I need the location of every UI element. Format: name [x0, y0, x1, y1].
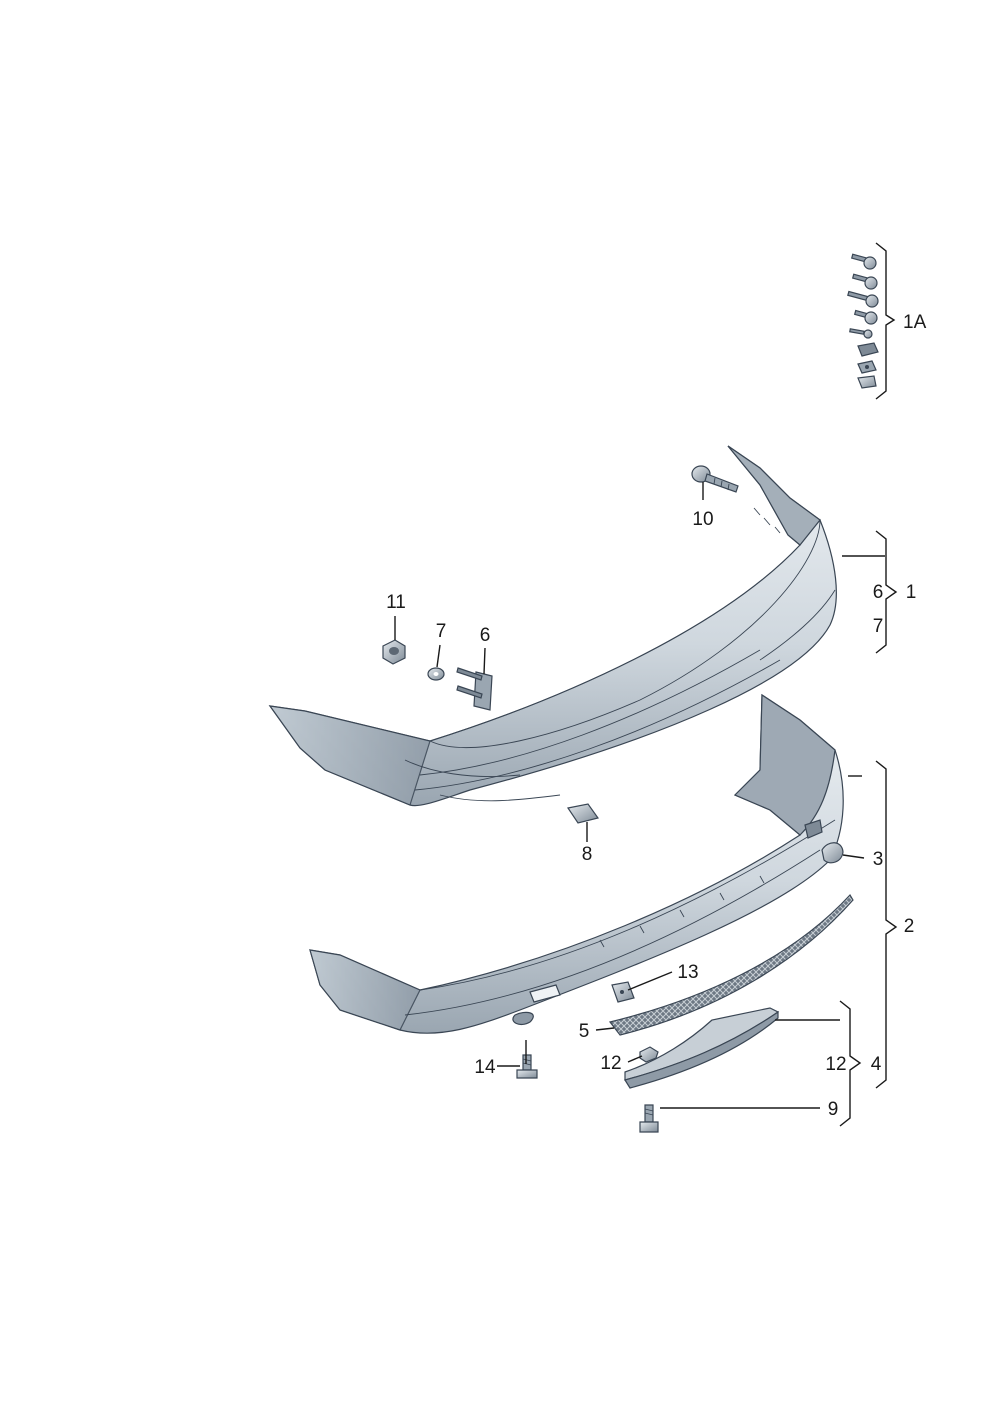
lower-bumper-diffuser	[309, 693, 844, 1034]
callout-8: 8	[582, 844, 593, 865]
kit-clip-2	[857, 360, 877, 374]
tow-eye-cover-3	[821, 842, 844, 864]
callout-9: 9	[828, 1099, 839, 1120]
callout-4: 4	[871, 1054, 882, 1075]
callout-10: 10	[692, 509, 713, 530]
callout-5: 5	[579, 1021, 590, 1042]
callout-1: 1	[906, 582, 917, 603]
upper-cover-right-flange	[727, 445, 821, 546]
lower-tow-cover-recess	[804, 819, 823, 839]
brace-2	[875, 760, 898, 1089]
upper-bumper-cover	[268, 445, 837, 807]
upper-cover-top-face	[428, 518, 821, 748]
lower-reflector-slot	[512, 1011, 534, 1026]
callout-1a: 1A	[903, 312, 927, 333]
callout-2: 2	[904, 916, 915, 937]
washer-7	[427, 667, 445, 681]
brace-1	[875, 530, 898, 654]
callout-3: 3	[873, 849, 884, 870]
nut-11	[382, 639, 406, 665]
callout-12-left: 12	[600, 1053, 621, 1074]
fastener-kit-1a	[847, 253, 879, 389]
callout-13: 13	[677, 962, 698, 983]
lower-exhaust-cutout	[529, 984, 561, 1003]
bracket-6	[456, 667, 493, 711]
screw-10	[691, 465, 739, 493]
clip-13	[611, 981, 635, 1003]
kit-screw-5	[849, 328, 873, 339]
kit-clip-1	[857, 342, 879, 357]
kit-screw-4	[853, 309, 878, 325]
callout-6: 6	[480, 625, 491, 646]
brace-4	[839, 1000, 862, 1127]
lower-inner-well	[733, 693, 836, 836]
leader-lines	[394, 482, 885, 1109]
screw-9	[639, 1104, 659, 1133]
callout-6-right: 6	[873, 582, 884, 603]
callout-14: 14	[474, 1057, 496, 1078]
callout-7-right: 7	[873, 616, 884, 637]
callout-labels: 1A 10 11 7 6 6 1 7 8 3 2 13 5 12 12 4 14…	[386, 312, 926, 1120]
kit-screw-2	[851, 273, 878, 290]
upper-cover-left-end	[268, 705, 431, 806]
clip-8	[567, 803, 600, 824]
brace-1a	[875, 242, 896, 400]
kit-clip-3	[857, 375, 877, 389]
grille-strip	[608, 894, 854, 1036]
nut-12	[639, 1046, 659, 1063]
lower-left-end	[309, 949, 421, 1031]
callout-11: 11	[386, 592, 406, 613]
screw-14	[516, 1054, 538, 1079]
kit-screw-1	[850, 253, 877, 270]
callout-12-right: 12	[825, 1054, 846, 1075]
trim-panel	[624, 1007, 780, 1089]
kit-screw-3	[847, 290, 879, 308]
callout-7: 7	[436, 621, 447, 642]
